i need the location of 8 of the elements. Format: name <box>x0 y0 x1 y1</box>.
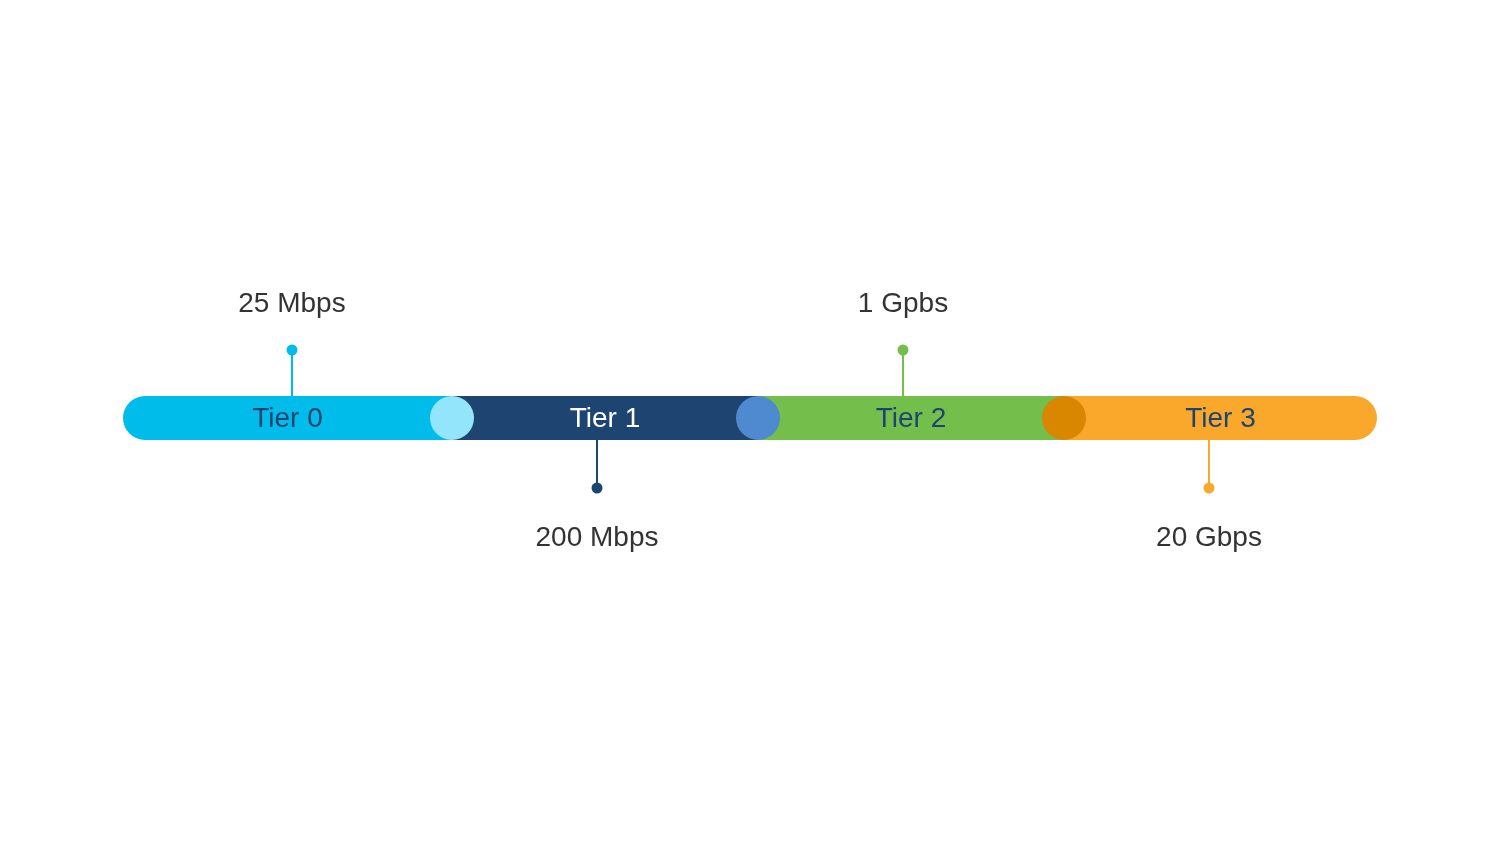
speed-label: 25 Mbps <box>222 284 362 322</box>
leader-line <box>897 344 909 397</box>
leader-line <box>591 439 603 494</box>
leader-line <box>286 344 298 397</box>
leader-line <box>1203 439 1215 494</box>
speed-label: 1 Gpbs <box>843 284 963 322</box>
speed-label: 20 Gbps <box>1139 518 1279 556</box>
speed-label: 200 Mbps <box>517 518 677 556</box>
